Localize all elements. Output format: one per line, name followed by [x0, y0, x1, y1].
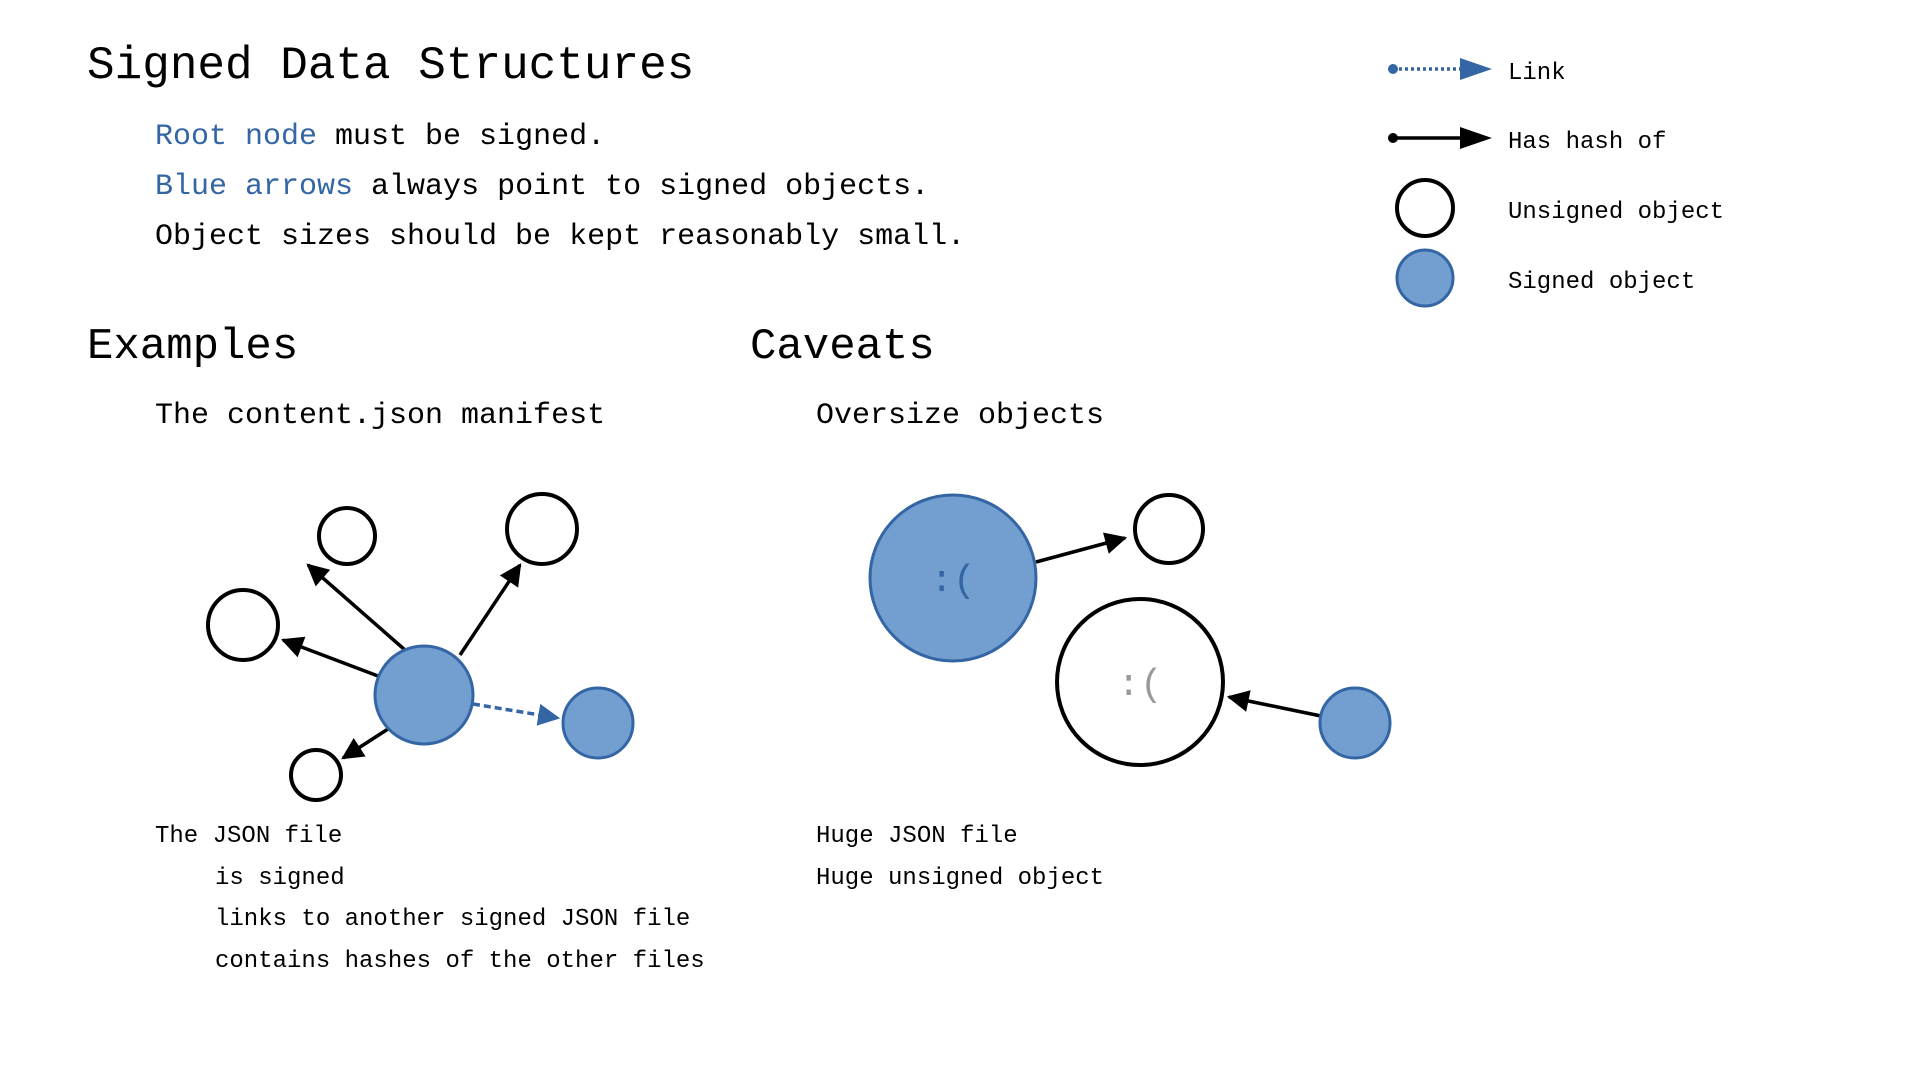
unsigned-node-top-left — [317, 506, 377, 566]
legend-hash-arrow-icon — [1388, 127, 1492, 149]
intro-line-2: Blue arrows always point to signed objec… — [155, 170, 929, 204]
examples-caption-line-3: links to another signed JSON file — [215, 906, 690, 933]
caveats-caption-line-2: Huge unsigned object — [816, 865, 1104, 892]
legend-link-arrow-icon — [1388, 58, 1492, 80]
examples-subheading: The content.json manifest — [155, 399, 605, 433]
unsigned-node-small — [1133, 493, 1205, 565]
unsigned-node-bottom — [289, 748, 343, 802]
unsigned-node-left — [206, 588, 280, 662]
intro-line-2-rest: always point to signed objects. — [353, 170, 929, 204]
examples-diagram — [206, 492, 635, 802]
intro-line-1: Root node must be signed. — [155, 120, 605, 154]
intro-line-1-rest: must be signed. — [317, 120, 605, 154]
intro-root-node-highlight: Root node — [155, 120, 317, 154]
examples-caption-line-4: contains hashes of the other files — [215, 948, 705, 975]
sad-face-unsigned-label: :( — [1117, 664, 1163, 707]
legend-has-hash-label: Has hash of — [1508, 129, 1666, 156]
legend-link-label: Link — [1508, 60, 1566, 87]
examples-caption-line-1: The JSON file — [155, 823, 342, 850]
legend-unsigned-circle-icon — [1395, 178, 1455, 238]
intro-line-3: Object sizes should be kept reasonably s… — [155, 220, 965, 254]
signed-node-caveat — [1318, 686, 1392, 760]
link-arrow-to-signed — [472, 702, 561, 726]
hash-arrow-to-top-left — [306, 563, 407, 652]
oversize-signed-node — [868, 493, 1038, 663]
hash-arrow-to-oversize-unsigned — [1226, 690, 1322, 718]
legend-unsigned-label: Unsigned object — [1508, 199, 1724, 226]
hash-arrow-to-bottom — [341, 727, 389, 760]
legend: Link Has hash of Unsigned object Signed … — [1388, 58, 1724, 308]
examples-caption-line-2: is signed — [215, 865, 345, 892]
caveats-heading: Caveats — [750, 322, 935, 372]
signed-root-node — [373, 644, 475, 746]
sad-face-signed-label: :( — [930, 560, 976, 603]
caveats-subheading: Oversize objects — [816, 399, 1104, 433]
oversize-unsigned-node — [1055, 597, 1225, 767]
page-title: Signed Data Structures — [87, 40, 694, 92]
caveats-caption-line-1: Huge JSON file — [816, 823, 1018, 850]
hash-arrow-oversize-signed — [1035, 532, 1128, 564]
caveats-diagram: :( :( — [868, 493, 1392, 767]
hash-arrow-to-top-right — [458, 563, 522, 656]
legend-signed-circle-icon — [1395, 248, 1455, 308]
hash-arrow-to-left — [280, 636, 379, 678]
legend-signed-label: Signed object — [1508, 269, 1695, 296]
signed-linked-node — [561, 686, 635, 760]
examples-heading: Examples — [87, 322, 298, 372]
intro-blue-arrows-highlight: Blue arrows — [155, 170, 353, 204]
unsigned-node-top-right — [505, 492, 579, 566]
